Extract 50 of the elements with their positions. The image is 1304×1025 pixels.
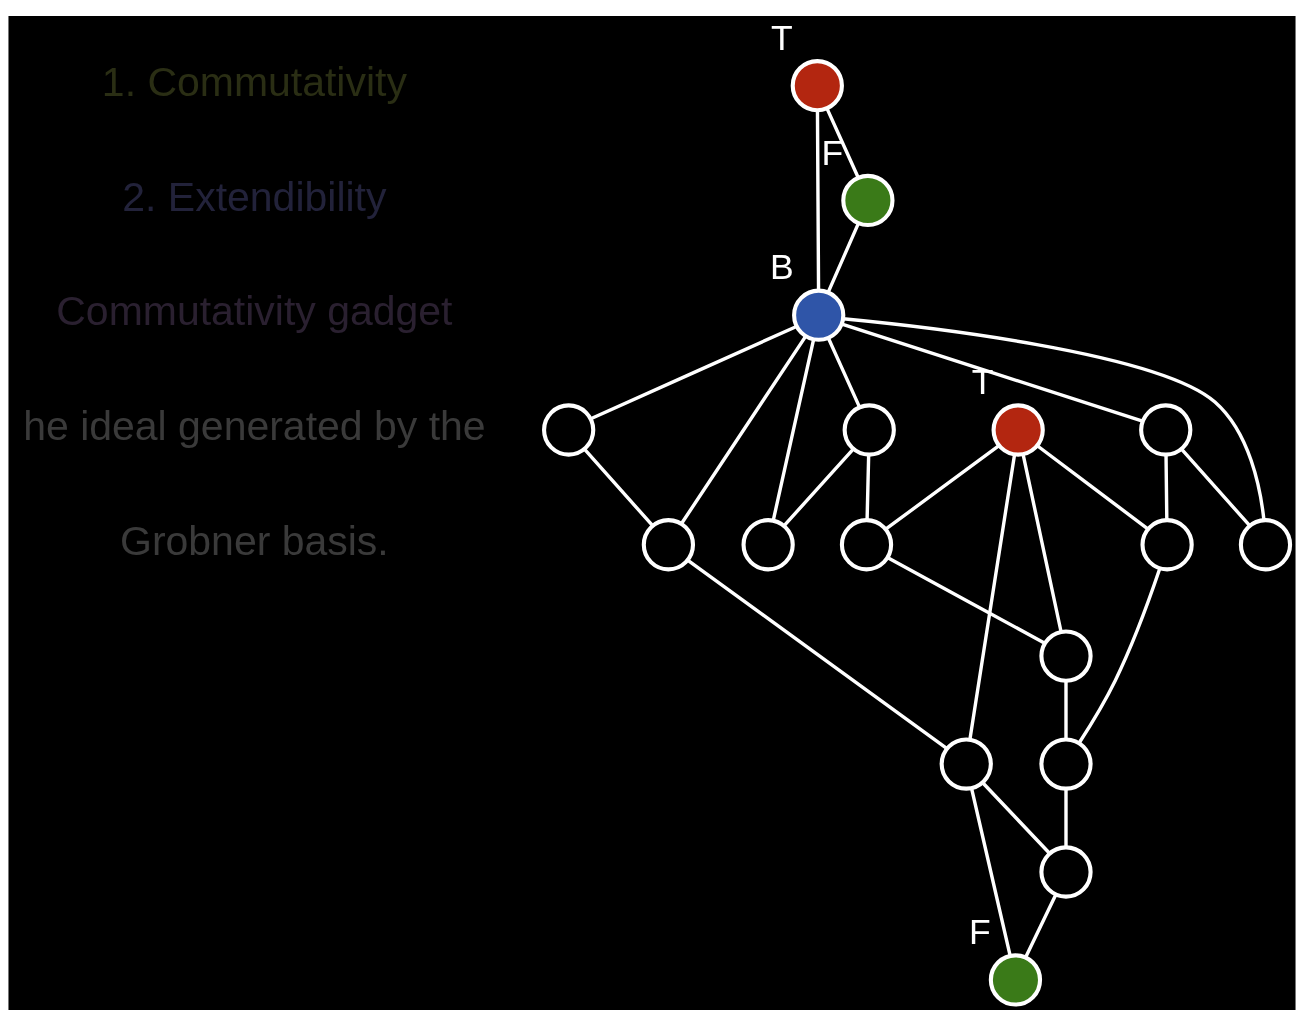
label: 2. Extendibility [122, 173, 387, 220]
connector [583, 447, 654, 527]
connector [815, 109, 821, 290]
node-circle [792, 288, 846, 342]
connector [1077, 567, 1162, 744]
connector [1064, 680, 1068, 739]
node-circle [1238, 517, 1293, 571]
connector [969, 787, 1012, 956]
node-circle [839, 517, 894, 571]
node-circle [841, 173, 895, 227]
connector [1021, 453, 1063, 632]
connector [826, 337, 862, 408]
node-circle [790, 58, 844, 112]
label: Grobner basis. [120, 517, 389, 564]
connector [825, 107, 860, 178]
node-circle [991, 402, 1045, 457]
node-label: F [969, 911, 991, 952]
connector [865, 454, 871, 520]
node-label: F [821, 132, 844, 173]
node-circle [988, 952, 1043, 1007]
node-circle [1140, 517, 1194, 571]
connector [1064, 788, 1068, 847]
connector [1024, 893, 1058, 958]
node-circle [1039, 844, 1093, 899]
connector [841, 322, 1144, 423]
node-circle [741, 517, 795, 571]
connector [968, 453, 1017, 740]
connector [885, 443, 1000, 530]
connector [590, 324, 798, 420]
node-circle [842, 402, 896, 457]
connector [887, 555, 1046, 645]
node-circle [1139, 402, 1193, 457]
node-label: B [769, 246, 794, 287]
node-circle [542, 402, 596, 457]
connector [1180, 447, 1251, 527]
connector [782, 447, 855, 527]
connector [1036, 444, 1150, 530]
connector [680, 334, 808, 524]
connector [686, 558, 949, 750]
connector [1164, 454, 1169, 520]
node-circle [1039, 736, 1093, 791]
connector [843, 316, 1266, 520]
node-label: T [770, 17, 793, 58]
node-circle [939, 736, 993, 791]
connector [771, 338, 816, 521]
node-circle [1039, 629, 1093, 683]
node-circle [641, 517, 696, 571]
connector [826, 222, 860, 293]
connector [981, 781, 1051, 854]
label: he ideal generated by the [23, 402, 486, 449]
